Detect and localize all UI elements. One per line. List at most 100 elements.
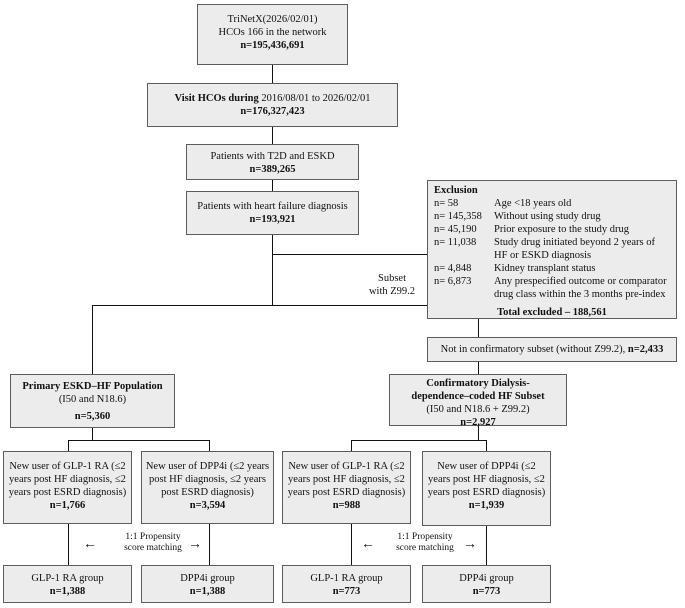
visit-n: n=176,327,423 bbox=[240, 106, 305, 117]
connector-line bbox=[486, 440, 487, 451]
group-label: GLP-1 RA group bbox=[310, 573, 383, 584]
connector-line bbox=[209, 524, 210, 565]
exclusion-title: Exclusion bbox=[434, 185, 478, 196]
group-n: n=1,388 bbox=[189, 586, 226, 597]
psm-label-left: 1:1 Propensity score matching bbox=[104, 532, 202, 554]
psm-label-right: 1:1 Propensity score matching bbox=[380, 532, 470, 554]
newuser-line: post ESRD diagnosis) bbox=[161, 487, 254, 498]
exclusion-count: n= 6,873 bbox=[434, 276, 472, 287]
newuser-line: New user of DPP4i (≤2 bbox=[437, 461, 536, 472]
connector-line bbox=[351, 524, 352, 565]
arrow-left-icon: ← bbox=[361, 537, 375, 552]
trinetx-n: n=195,436,691 bbox=[240, 40, 305, 51]
newuser-line: years post HF diagnosis, ≤2 bbox=[428, 474, 545, 485]
primary-n: n=5,360 bbox=[74, 411, 111, 422]
group-label: DPP4i group bbox=[180, 573, 235, 584]
exclusion-reason: Study drug initiated beyond 2 years of H… bbox=[494, 237, 655, 261]
exclusion-reason: Without using study drug bbox=[494, 211, 601, 222]
connector-line bbox=[478, 426, 479, 440]
exclusion-count: n= 58 bbox=[434, 198, 459, 209]
connector-line bbox=[68, 524, 69, 565]
newuser-n: n=1,766 bbox=[49, 500, 86, 511]
group-n: n=773 bbox=[332, 586, 361, 597]
connector-line bbox=[68, 440, 69, 451]
exclusion-count: n= 4,848 bbox=[434, 263, 472, 274]
newuser-n: n=988 bbox=[332, 500, 361, 511]
dpp4i-group-left-box: DPP4i group n=1,388 bbox=[141, 565, 274, 603]
subset-label: Subset with Z99.2 bbox=[362, 272, 422, 298]
t2d-eskd-box: Patients with T2D and ESKD n=389,265 bbox=[186, 144, 359, 180]
trinetx-line2: HCOs 166 in the network bbox=[218, 27, 327, 38]
connector-line bbox=[351, 440, 352, 451]
dpp4i-newuser-left-box: New user of DPP4i (≤2 years post HF diag… bbox=[141, 451, 274, 524]
glp1-group-right-box: GLP-1 RA group n=773 bbox=[282, 565, 411, 603]
newuser-line: years post HF diagnosis, ≤2 bbox=[9, 474, 126, 485]
glp1-newuser-right-box: New user of GLP-1 RA (≤2 years post HF d… bbox=[282, 451, 411, 524]
psm-line1: 1:1 Propensity bbox=[397, 532, 453, 542]
connector-line bbox=[272, 180, 273, 191]
trinetx-box: TriNetX(2026/02/01) HCOs 166 in the netw… bbox=[197, 4, 348, 65]
newuser-n: n=1,939 bbox=[468, 500, 505, 511]
hf-diagnosis-box: Patients with heart failure diagnosis n=… bbox=[186, 191, 359, 235]
connector-line bbox=[351, 440, 487, 441]
newuser-line: years post ESRD diagnosis) bbox=[427, 487, 546, 498]
primary-population-box: Primary ESKD–HF Population (I50 and N18.… bbox=[10, 374, 175, 428]
newuser-line: New user of GLP-1 RA (≤2 bbox=[288, 461, 405, 472]
exclusion-reason: Age <18 years old bbox=[494, 198, 572, 209]
confirmatory-subset-box: Confirmatory Dialysis- dependence–coded … bbox=[389, 374, 567, 428]
confirm-n: n=2,927 bbox=[460, 417, 496, 428]
confirm-title1: Confirmatory Dialysis- bbox=[426, 378, 530, 389]
group-n: n=1,388 bbox=[49, 586, 86, 597]
exclusion-count: n= 11,038 bbox=[434, 237, 477, 248]
exclusion-reason: Prior exposure to the study drug bbox=[494, 224, 630, 235]
visit-label: Visit HCOs during 2016/08/01 to 2026/02/… bbox=[148, 92, 397, 105]
connector-line bbox=[272, 127, 273, 144]
exclusion-item: n= 11,038 Study drug initiated beyond 2 y… bbox=[434, 236, 670, 262]
arrow-right-icon: → bbox=[463, 537, 477, 552]
connector-line bbox=[92, 428, 93, 440]
group-n: n=773 bbox=[472, 586, 501, 597]
visit-label-bold: Visit HCOs during bbox=[174, 93, 259, 104]
trinetx-line1: TriNetX(2026/02/01) bbox=[227, 14, 318, 25]
newuser-line: New user of DPP4i (≤2 years bbox=[145, 461, 270, 472]
hf-label: Patients with heart failure diagnosis bbox=[197, 201, 348, 212]
hf-n: n=193,921 bbox=[249, 214, 296, 225]
psm-line1: 1:1 Propensity bbox=[125, 532, 181, 542]
connector-line bbox=[486, 526, 487, 565]
exclusion-reason: Any prespecified outcome or comparator d… bbox=[494, 276, 667, 300]
primary-sub: (I50 and N18.6) bbox=[58, 394, 127, 405]
psm-line2: score matching bbox=[124, 543, 182, 553]
subset-label-line2: with Z99.2 bbox=[368, 286, 416, 297]
exclusion-item: n= 145,358 Without using study drug bbox=[434, 210, 670, 223]
exclusion-count: n= 145,358 bbox=[434, 211, 482, 222]
t2d-label: Patients with T2D and ESKD bbox=[210, 151, 335, 162]
exclusion-item: n= 45,190 Prior exposure to the study dru… bbox=[434, 223, 670, 236]
dpp4i-group-right-box: DPP4i group n=773 bbox=[422, 565, 551, 603]
arrow-left-icon: ← bbox=[83, 537, 97, 552]
not-confirmatory-n: n=2,433 bbox=[627, 344, 664, 355]
confirm-title2: dependence–coded HF Subset bbox=[411, 391, 545, 402]
glp1-group-left-box: GLP-1 RA group n=1,388 bbox=[3, 565, 132, 603]
primary-title: Primary ESKD–HF Population bbox=[22, 381, 163, 392]
psm-line2: score matching bbox=[396, 543, 454, 553]
connector-line bbox=[272, 235, 273, 305]
exclusion-item: n= 6,873 Any prespecified outcome or comp… bbox=[434, 275, 670, 301]
arrow-right-icon: → bbox=[188, 537, 202, 552]
exclusion-total: Total excluded – 188,561 bbox=[497, 307, 607, 318]
newuser-line: years post ESRD diagnosis) bbox=[8, 487, 127, 498]
newuser-n: n=3,594 bbox=[189, 500, 226, 511]
newuser-line: post HF diagnosis, ≤2 years bbox=[149, 474, 266, 485]
newuser-line: years post ESRD diagnosis) bbox=[287, 487, 406, 498]
connector-line bbox=[272, 65, 273, 83]
exclusion-item: n= 58 Age <18 years old bbox=[434, 197, 670, 210]
newuser-line: years post HF diagnosis, ≤2 bbox=[288, 474, 405, 485]
not-confirmatory-box: Not in confirmatory subset (without Z99.… bbox=[427, 337, 677, 362]
connector-line bbox=[92, 305, 479, 306]
dpp4i-newuser-right-box: New user of DPP4i (≤2 years post HF diag… bbox=[422, 451, 551, 526]
exclusion-count: n= 45,190 bbox=[434, 224, 477, 235]
exclusion-box: Exclusion n= 58 Age <18 years old n= 145,… bbox=[427, 180, 677, 319]
not-confirmatory-text: Not in confirmatory subset (without Z99.… bbox=[440, 344, 628, 355]
t2d-n: n=389,265 bbox=[249, 164, 296, 175]
glp1-newuser-left-box: New user of GLP-1 RA (≤2 years post HF d… bbox=[3, 451, 132, 524]
